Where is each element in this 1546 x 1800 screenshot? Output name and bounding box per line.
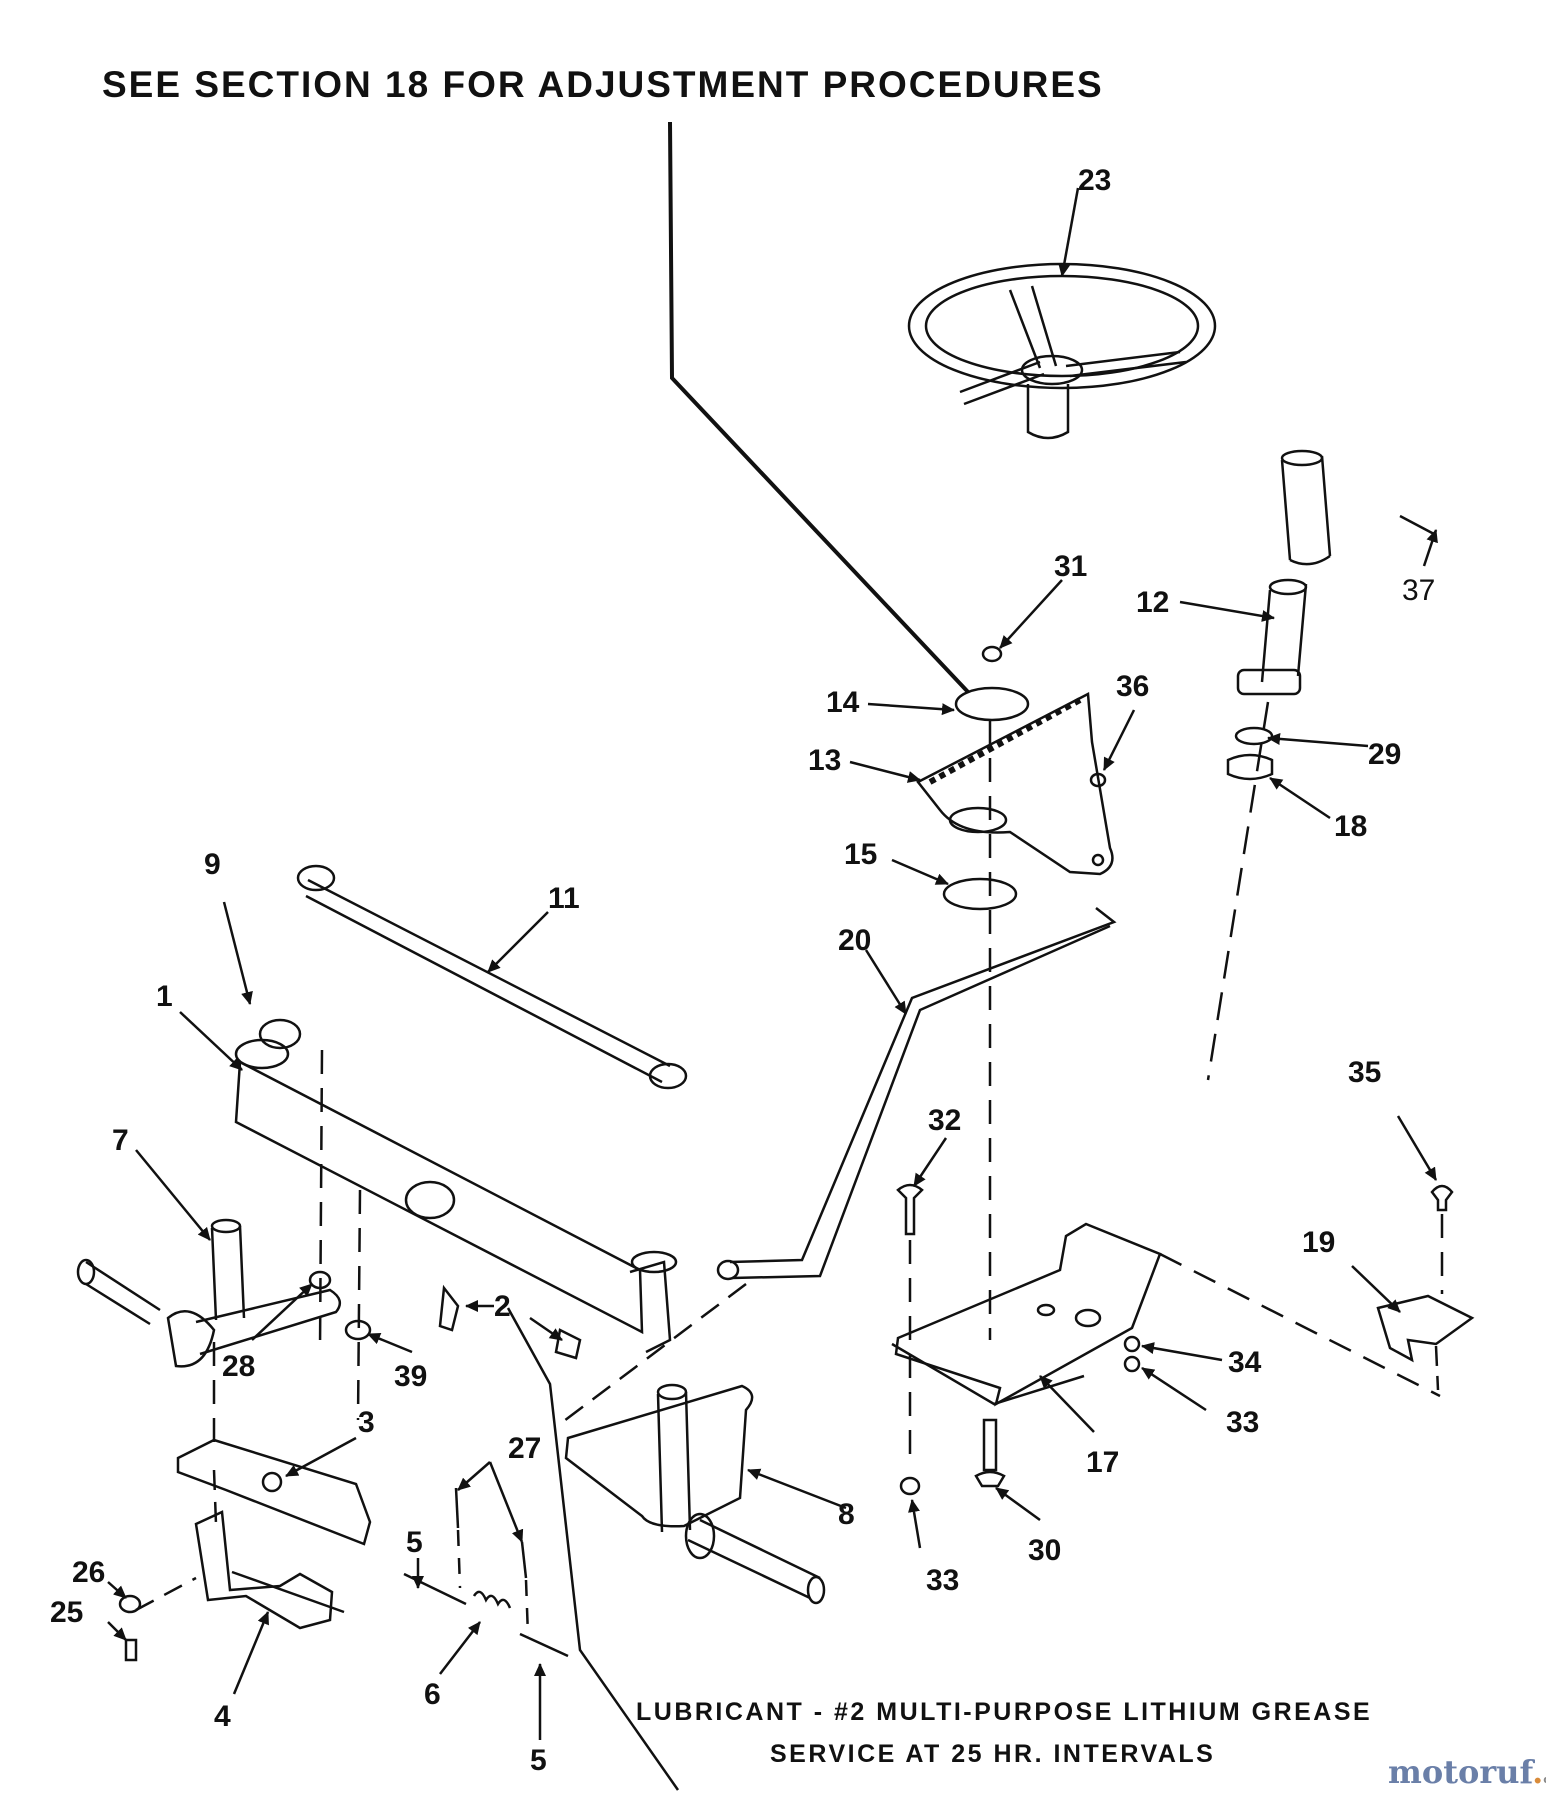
steering-support-plate [891,1222,1441,1407]
steering-shaft [1206,449,1332,1081]
callout-20: 20 [838,924,871,957]
bracket-19 [1376,1294,1475,1363]
pivot-bracket [194,1469,345,1630]
callout-26: 26 [72,1556,105,1589]
callout-17: 17 [1086,1446,1119,1479]
nut-31 [981,645,1003,663]
callout-30: 30 [1028,1534,1061,1567]
callout-7: 7 [112,1124,129,1157]
axle-bracket [176,1342,372,1546]
nut-28 [308,1270,332,1290]
pin-5b [519,1632,569,1658]
service-interval-note: SERVICE AT 25 HR. INTERVALS [770,1740,1216,1768]
lube-leader [506,1307,680,1791]
lubricant-note: LUBRICANT - #2 MULTI-PURPOSE LITHIUM GRE… [636,1698,1373,1726]
pin-5a [403,1572,467,1606]
callout-29: 29 [1368,738,1401,771]
washer-15 [942,877,1018,911]
callout-31: 31 [1054,550,1087,583]
spring-6 [472,1590,512,1609]
callout-25: 25 [50,1596,83,1629]
callout-15: 15 [844,838,877,871]
callout-35: 35 [1348,1056,1381,1089]
front-axle [234,1038,678,1421]
callout-2: 2 [494,1290,511,1323]
callout-12: 12 [1136,586,1169,619]
grease-fitting-b [554,1328,582,1360]
bolt-30 [974,1418,1006,1488]
pin-27b [520,1541,528,1579]
callout-14: 14 [826,686,860,719]
washer-39 [344,1319,372,1341]
callout-4: 4 [214,1700,231,1733]
grease-fitting-a [438,1284,460,1332]
callout-5b: 5 [530,1744,547,1777]
callout-9: 9 [204,848,221,881]
pin-27a [454,1487,460,1529]
snap-ring [258,1018,302,1050]
washer-14 [954,686,1030,722]
callout-39: 39 [394,1360,427,1393]
sector-gear [916,692,1114,876]
pointer-37 [1399,514,1435,536]
callout-23: 23 [1078,164,1111,197]
callout-6: 6 [424,1678,441,1711]
callout-13: 13 [808,744,841,777]
adjustment-pointer-line [668,121,970,694]
spindle-left [76,1218,342,1368]
callout-18: 18 [1334,810,1367,843]
leader-26 [135,1576,197,1612]
drag-link [559,907,1117,1425]
callout-27: 27 [508,1432,541,1465]
callout-28: 28 [222,1350,255,1383]
tie-rod [296,864,688,1090]
nut-36 [1089,772,1107,788]
bolt-35 [1430,1184,1454,1212]
bushing-18 [1226,753,1274,781]
callout-36: 36 [1116,670,1149,703]
bolt-25 [124,1638,138,1662]
callout-11: 11 [548,882,580,915]
nut-33b [1123,1355,1141,1373]
callout-1: 1 [156,980,173,1013]
callout-33a: 33 [926,1564,959,1597]
washer-34 [1123,1335,1141,1353]
header-note: SEE SECTION 18 FOR ADJUSTMENT PROCEDURES [102,64,1104,105]
watermark-logo: motoruf.de [1388,1753,1546,1791]
callout-34: 34 [1228,1346,1262,1379]
callout-37: 37 [1402,574,1435,607]
washer-29 [1234,726,1274,746]
spindle-right [564,1383,826,1605]
callout-5a: 5 [406,1526,423,1559]
callout-33b: 33 [1226,1406,1259,1439]
nut-33a [899,1476,921,1496]
steering-wheel [907,262,1217,440]
callout-8: 8 [838,1498,855,1531]
washer-26 [118,1594,142,1614]
callout-32: 32 [928,1104,961,1137]
callout-19: 19 [1302,1226,1335,1259]
callout-3: 3 [358,1406,375,1439]
bolt-32 [896,1183,924,1236]
